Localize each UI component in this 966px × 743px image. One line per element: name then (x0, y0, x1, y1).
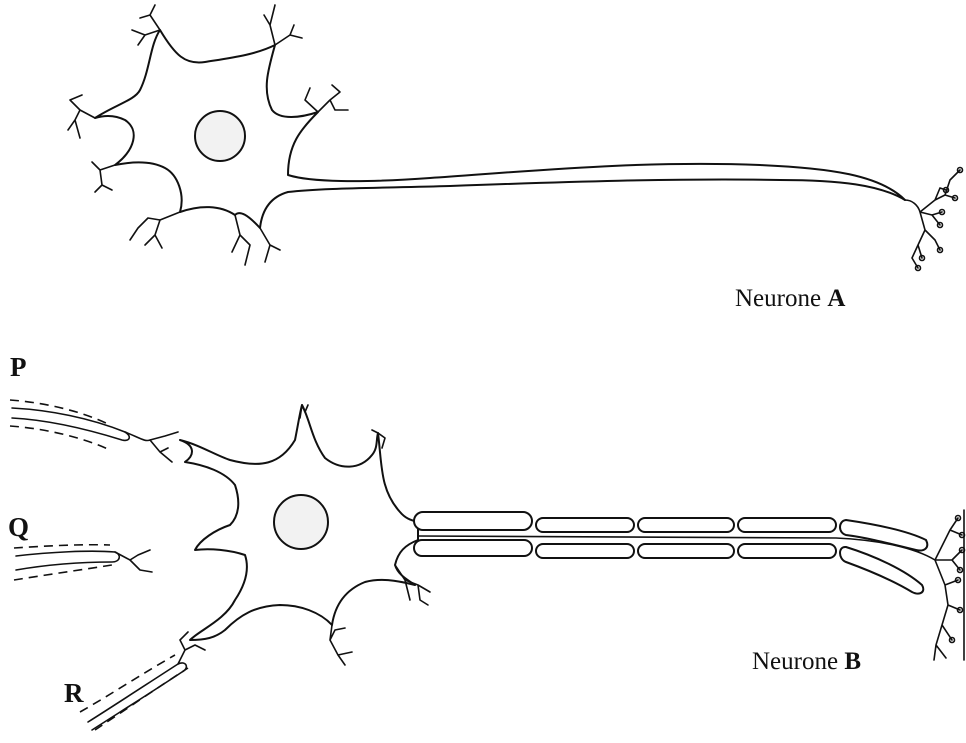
neurone-b-caption: Neurone B (752, 648, 861, 676)
neurone-a-caption-letter: A (827, 285, 845, 312)
neurone-b-axon-terminals (934, 518, 962, 660)
neurone-b-dendrite (330, 625, 352, 665)
label-r: R (64, 678, 84, 709)
neurone-b-caption-prefix: Neurone (752, 648, 838, 675)
neurone-a-dendrite (130, 212, 180, 248)
neurone-b (10, 400, 965, 730)
neurone-a-caption: Neurone A (735, 285, 845, 313)
neurone-a-dendrite (92, 162, 115, 192)
neurone-a-dendrite (264, 5, 302, 45)
neurone-a-dendrite (68, 95, 95, 138)
incoming-axon-q (14, 545, 152, 580)
neurone-a-caption-prefix: Neurone (735, 285, 821, 312)
incoming-axon-r (80, 632, 205, 730)
neurone-a-axon-terminals (905, 170, 960, 268)
neurone-a (68, 5, 963, 271)
label-p: P (10, 352, 27, 383)
neurone-b-caption-letter: B (844, 648, 861, 675)
neurone-b-nucleus (274, 495, 328, 549)
neurone-a-dendrite (305, 85, 348, 112)
label-q: Q (8, 512, 29, 543)
neurone-b-myelin-sheath (414, 512, 927, 594)
neurone-a-nucleus (195, 111, 245, 161)
incoming-axon-p (10, 400, 178, 462)
